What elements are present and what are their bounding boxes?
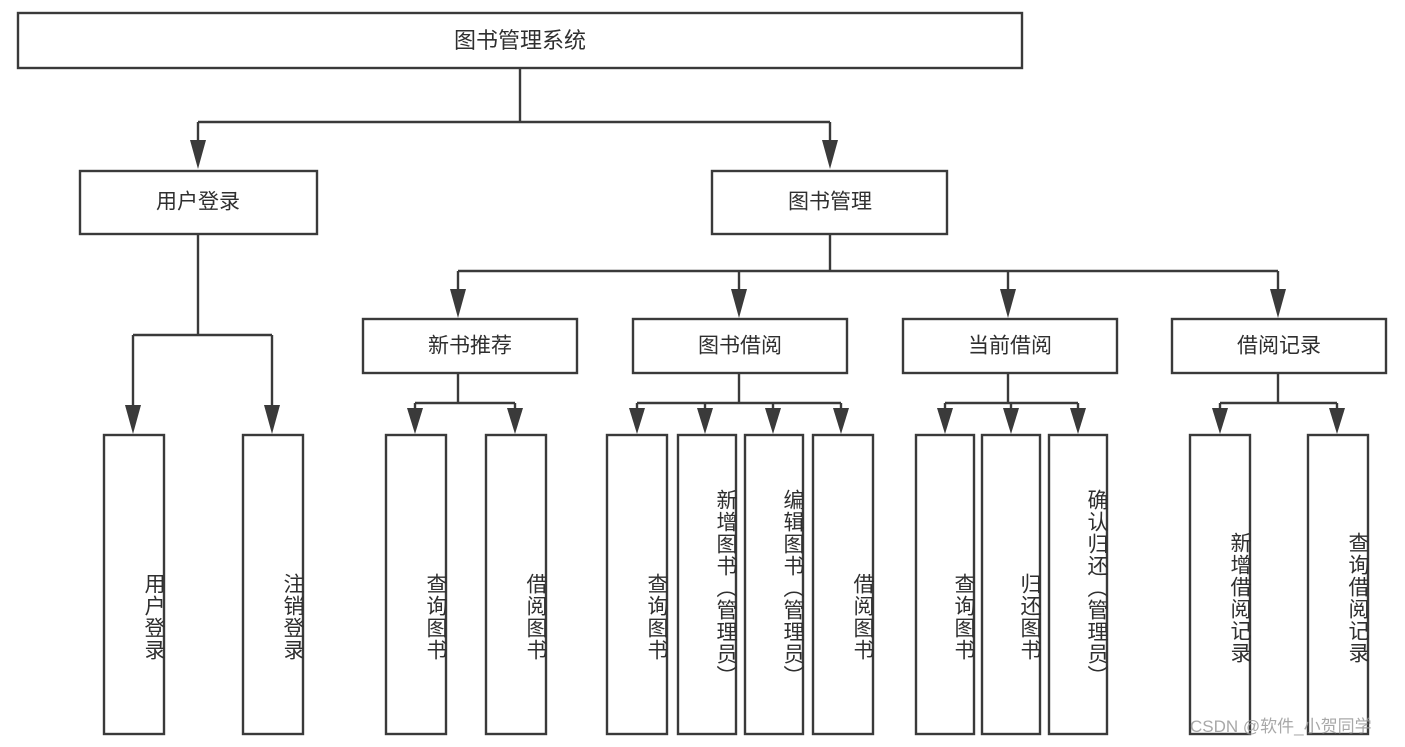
- node-leaf11-box[interactable]: [1047, 433, 1109, 736]
- leaf-boxes: [102, 433, 1370, 736]
- node-newbook-label: 新书推荐: [428, 335, 512, 358]
- node-bookmgmt-box[interactable]: [710, 169, 949, 236]
- arrowhead-leaf2: [264, 405, 280, 434]
- arrowhead-leaf11: [1070, 408, 1086, 434]
- node-leaf2-box[interactable]: [241, 433, 305, 736]
- node-current-box[interactable]: [901, 317, 1119, 375]
- csdn-watermark: CSDN @软件_小贺同学: [1190, 717, 1372, 736]
- arrowhead-newbook: [450, 289, 466, 318]
- arrowhead-leaf1: [125, 405, 141, 434]
- node-login-label: 用户登录: [156, 191, 240, 214]
- arrowhead-current: [1000, 289, 1016, 318]
- arrowhead-leaf5: [629, 408, 645, 434]
- node-login[interactable]: 用户登录: [78, 169, 319, 236]
- arrowhead-leaf10: [1003, 408, 1019, 434]
- arrowhead-leaf4: [507, 408, 523, 434]
- node-newbook-box[interactable]: [361, 317, 579, 375]
- node-root-label: 图书管理系统: [454, 28, 586, 53]
- arrowhead-bookmgmt: [822, 140, 838, 169]
- node-root-box[interactable]: [16, 11, 1024, 70]
- node-current-label: 当前借阅: [968, 335, 1052, 358]
- node-newbook[interactable]: 新书推荐: [361, 317, 579, 375]
- node-leaf1-box[interactable]: [102, 433, 166, 736]
- node-records[interactable]: 借阅记录: [1170, 317, 1388, 375]
- node-borrow-label: 图书借阅: [698, 335, 782, 358]
- connector-group-borrow-to-leaves: [629, 373, 849, 434]
- connector-group-bookmgmt-to-level3: [450, 234, 1286, 318]
- arrowhead-leaf12: [1212, 408, 1228, 434]
- node-records-label: 借阅记录: [1237, 335, 1321, 358]
- node-leaf5-box[interactable]: [605, 433, 669, 736]
- arrowhead-records: [1270, 289, 1286, 318]
- node-borrow-box[interactable]: [631, 317, 849, 375]
- node-leaf8-box[interactable]: [811, 433, 875, 736]
- arrowhead-login: [190, 140, 206, 169]
- node-bookmgmt[interactable]: 图书管理: [710, 169, 949, 236]
- connector-group-records-to-leaves: [1212, 373, 1345, 434]
- node-leaf7-box[interactable]: [743, 433, 805, 736]
- arrowhead-leaf6: [697, 408, 713, 434]
- arrowhead-leaf3: [407, 408, 423, 434]
- node-records-box[interactable]: [1170, 317, 1388, 375]
- node-login-box[interactable]: [78, 169, 319, 236]
- connector-group-current-to-leaves: [937, 373, 1086, 434]
- connector-group-login-to-leaves: [125, 234, 280, 434]
- node-leaf3-box[interactable]: [384, 433, 448, 736]
- connector-group-newbook-to-leaves: [407, 373, 523, 434]
- node-leaf10-box[interactable]: [980, 433, 1042, 736]
- node-borrow[interactable]: 图书借阅: [631, 317, 849, 375]
- node-current[interactable]: 当前借阅: [901, 317, 1119, 375]
- arrowhead-leaf13: [1329, 408, 1345, 434]
- connector-group-root-to-level2: [190, 68, 838, 169]
- node-root[interactable]: 图书管理系统: [16, 11, 1024, 70]
- arrowhead-leaf9: [937, 408, 953, 434]
- arrowhead-borrow: [731, 289, 747, 318]
- node-leaf13-box[interactable]: [1306, 433, 1370, 736]
- node-bookmgmt-label: 图书管理: [788, 191, 872, 214]
- node-leaf9-box[interactable]: [914, 433, 976, 736]
- node-leaf12-box[interactable]: [1188, 433, 1252, 736]
- arrowhead-leaf8: [833, 408, 849, 434]
- node-leaf6-box[interactable]: [676, 433, 738, 736]
- arrowhead-leaf7: [765, 408, 781, 434]
- node-leaf4-box[interactable]: [484, 433, 548, 736]
